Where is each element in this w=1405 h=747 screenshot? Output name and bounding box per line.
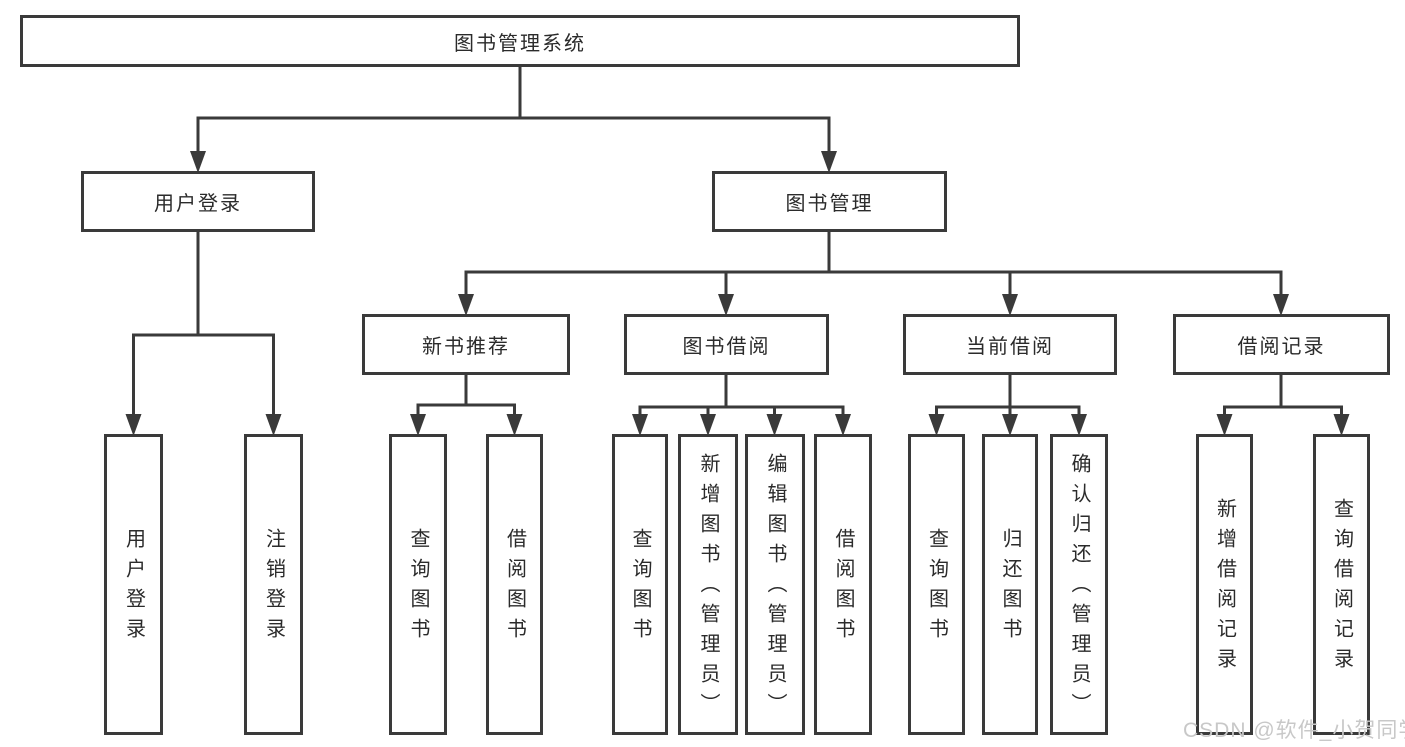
leaf-br-query-record: 查询借阅记录: [1313, 434, 1370, 735]
leaf-cb-query-books: 查询图书: [908, 434, 965, 735]
leaf-bb-edit-books-admin: 编辑图书（管理员）: [745, 434, 805, 735]
leaf-br-add-record: 新增借阅记录: [1196, 434, 1253, 735]
leaf-nbr-borrow-books: 借阅图书: [486, 434, 543, 735]
node-current-borrow: 当前借阅: [903, 314, 1117, 375]
leaf-nbr-query-books: 查询图书: [389, 434, 447, 735]
csdn-watermark: CSDN @软件_小贺同学: [1183, 719, 1405, 742]
leaf-logout: 注销登录: [244, 434, 303, 735]
leaf-user-login: 用户登录: [104, 434, 163, 735]
leaf-bb-query-books: 查询图书: [612, 434, 668, 735]
leaf-bb-borrow-books: 借阅图书: [814, 434, 872, 735]
node-new-book-recommend: 新书推荐: [362, 314, 570, 375]
node-book-borrow: 图书借阅: [624, 314, 829, 375]
node-user-login: 用户登录: [81, 171, 315, 232]
node-borrow-records: 借阅记录: [1173, 314, 1390, 375]
leaf-bb-add-books-admin: 新增图书（管理员）: [678, 434, 738, 735]
leaf-cb-return-books: 归还图书: [982, 434, 1038, 735]
node-root: 图书管理系统: [20, 15, 1020, 67]
node-book-management: 图书管理: [712, 171, 947, 232]
leaf-cb-confirm-return-admin: 确认归还（管理员）: [1050, 434, 1108, 735]
